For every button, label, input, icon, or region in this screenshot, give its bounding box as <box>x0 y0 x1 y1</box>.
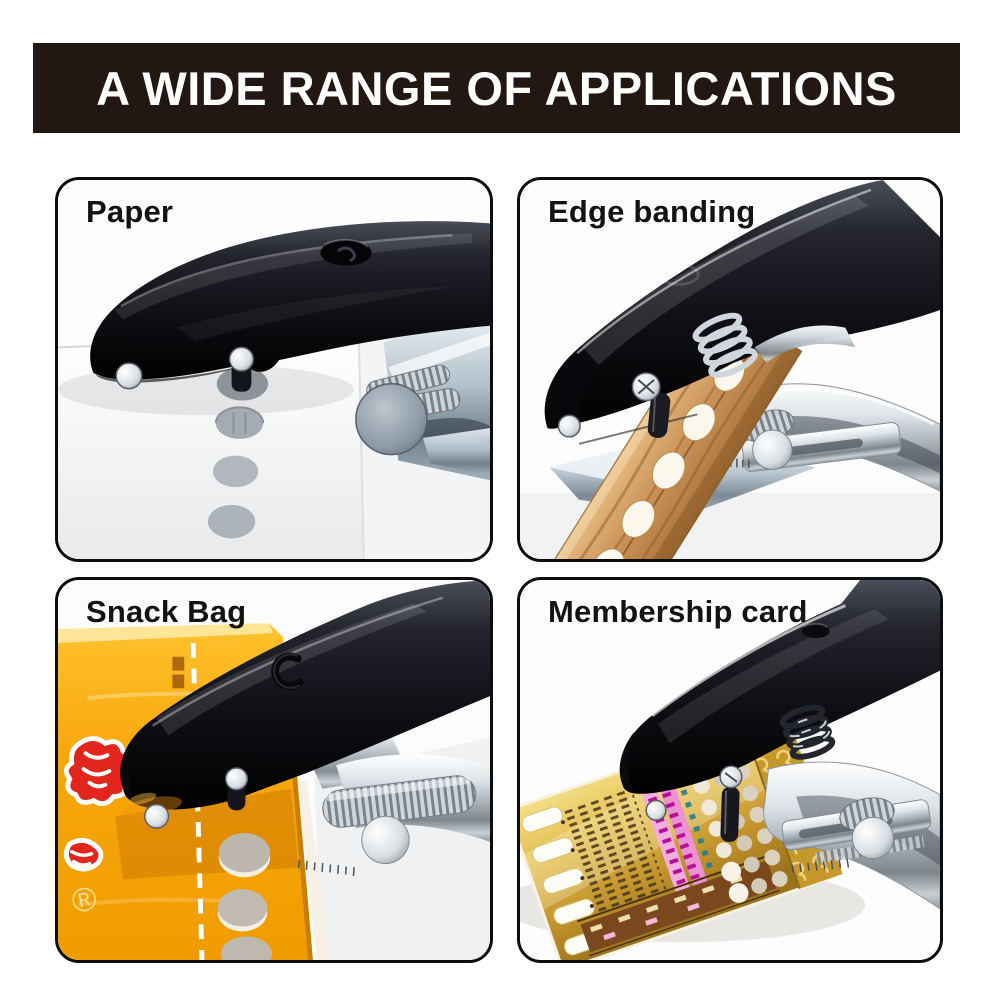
banner-title: A WIDE RANGE OF APPLICATIONS <box>96 61 897 115</box>
punch-upper-handle <box>90 221 490 392</box>
rivet <box>144 803 170 829</box>
screw-knob <box>752 429 793 470</box>
chrome-pivot <box>754 325 856 364</box>
rivet <box>228 346 255 372</box>
panel-snack-bag: ® <box>55 577 493 963</box>
chrome-handle <box>763 761 940 910</box>
ruler-ticks <box>297 860 355 877</box>
rivet <box>557 414 581 438</box>
punch-pin-assembly <box>557 372 671 438</box>
panel-label-paper: Paper <box>86 194 174 229</box>
spring <box>692 312 758 378</box>
panel-membership-card: Membership card <box>517 577 943 963</box>
handle-dimple <box>271 652 304 690</box>
title-banner: A WIDE RANGE OF APPLICATIONS <box>33 43 960 133</box>
punch-upper-handle <box>619 580 940 794</box>
rivet <box>115 362 143 390</box>
handle-dimple <box>657 263 700 286</box>
panel-label-membership-card: Membership card <box>548 594 808 629</box>
knurled-screw <box>322 775 477 828</box>
panel-label-snack-bag: Snack Bag <box>86 594 247 629</box>
punch-upper-handle <box>544 180 940 429</box>
fine-print <box>172 656 185 689</box>
screw-knob <box>851 816 895 860</box>
screw-knob <box>361 815 410 865</box>
card-text-columns <box>561 788 668 916</box>
cut-line <box>578 413 698 445</box>
bag-logo: ® <box>63 736 135 921</box>
handle-dimple <box>801 622 830 639</box>
paper-photo <box>58 180 490 559</box>
punch-pin <box>720 786 740 842</box>
punch-upper-handle <box>120 580 490 829</box>
chrome-handle <box>355 306 490 481</box>
chrome-handle <box>297 754 490 877</box>
punch-pin-assembly <box>645 765 743 842</box>
membership-card-photo <box>520 580 940 960</box>
panel-edge-banding: Edge banding <box>517 177 943 562</box>
edge-banding-photo <box>520 180 940 559</box>
handle-dimple <box>320 238 372 266</box>
spring <box>779 704 836 760</box>
punch-pin <box>647 392 671 438</box>
ruler-ticks <box>791 858 850 873</box>
screw-knob <box>355 383 428 456</box>
panel-paper: Paper <box>55 177 493 562</box>
bag-torn-edge <box>297 781 331 960</box>
rivet <box>645 799 667 821</box>
rivet <box>224 767 249 791</box>
snack-bag-photo: ® <box>58 580 490 960</box>
panel-label-edge-banding: Edge banding <box>548 194 756 229</box>
